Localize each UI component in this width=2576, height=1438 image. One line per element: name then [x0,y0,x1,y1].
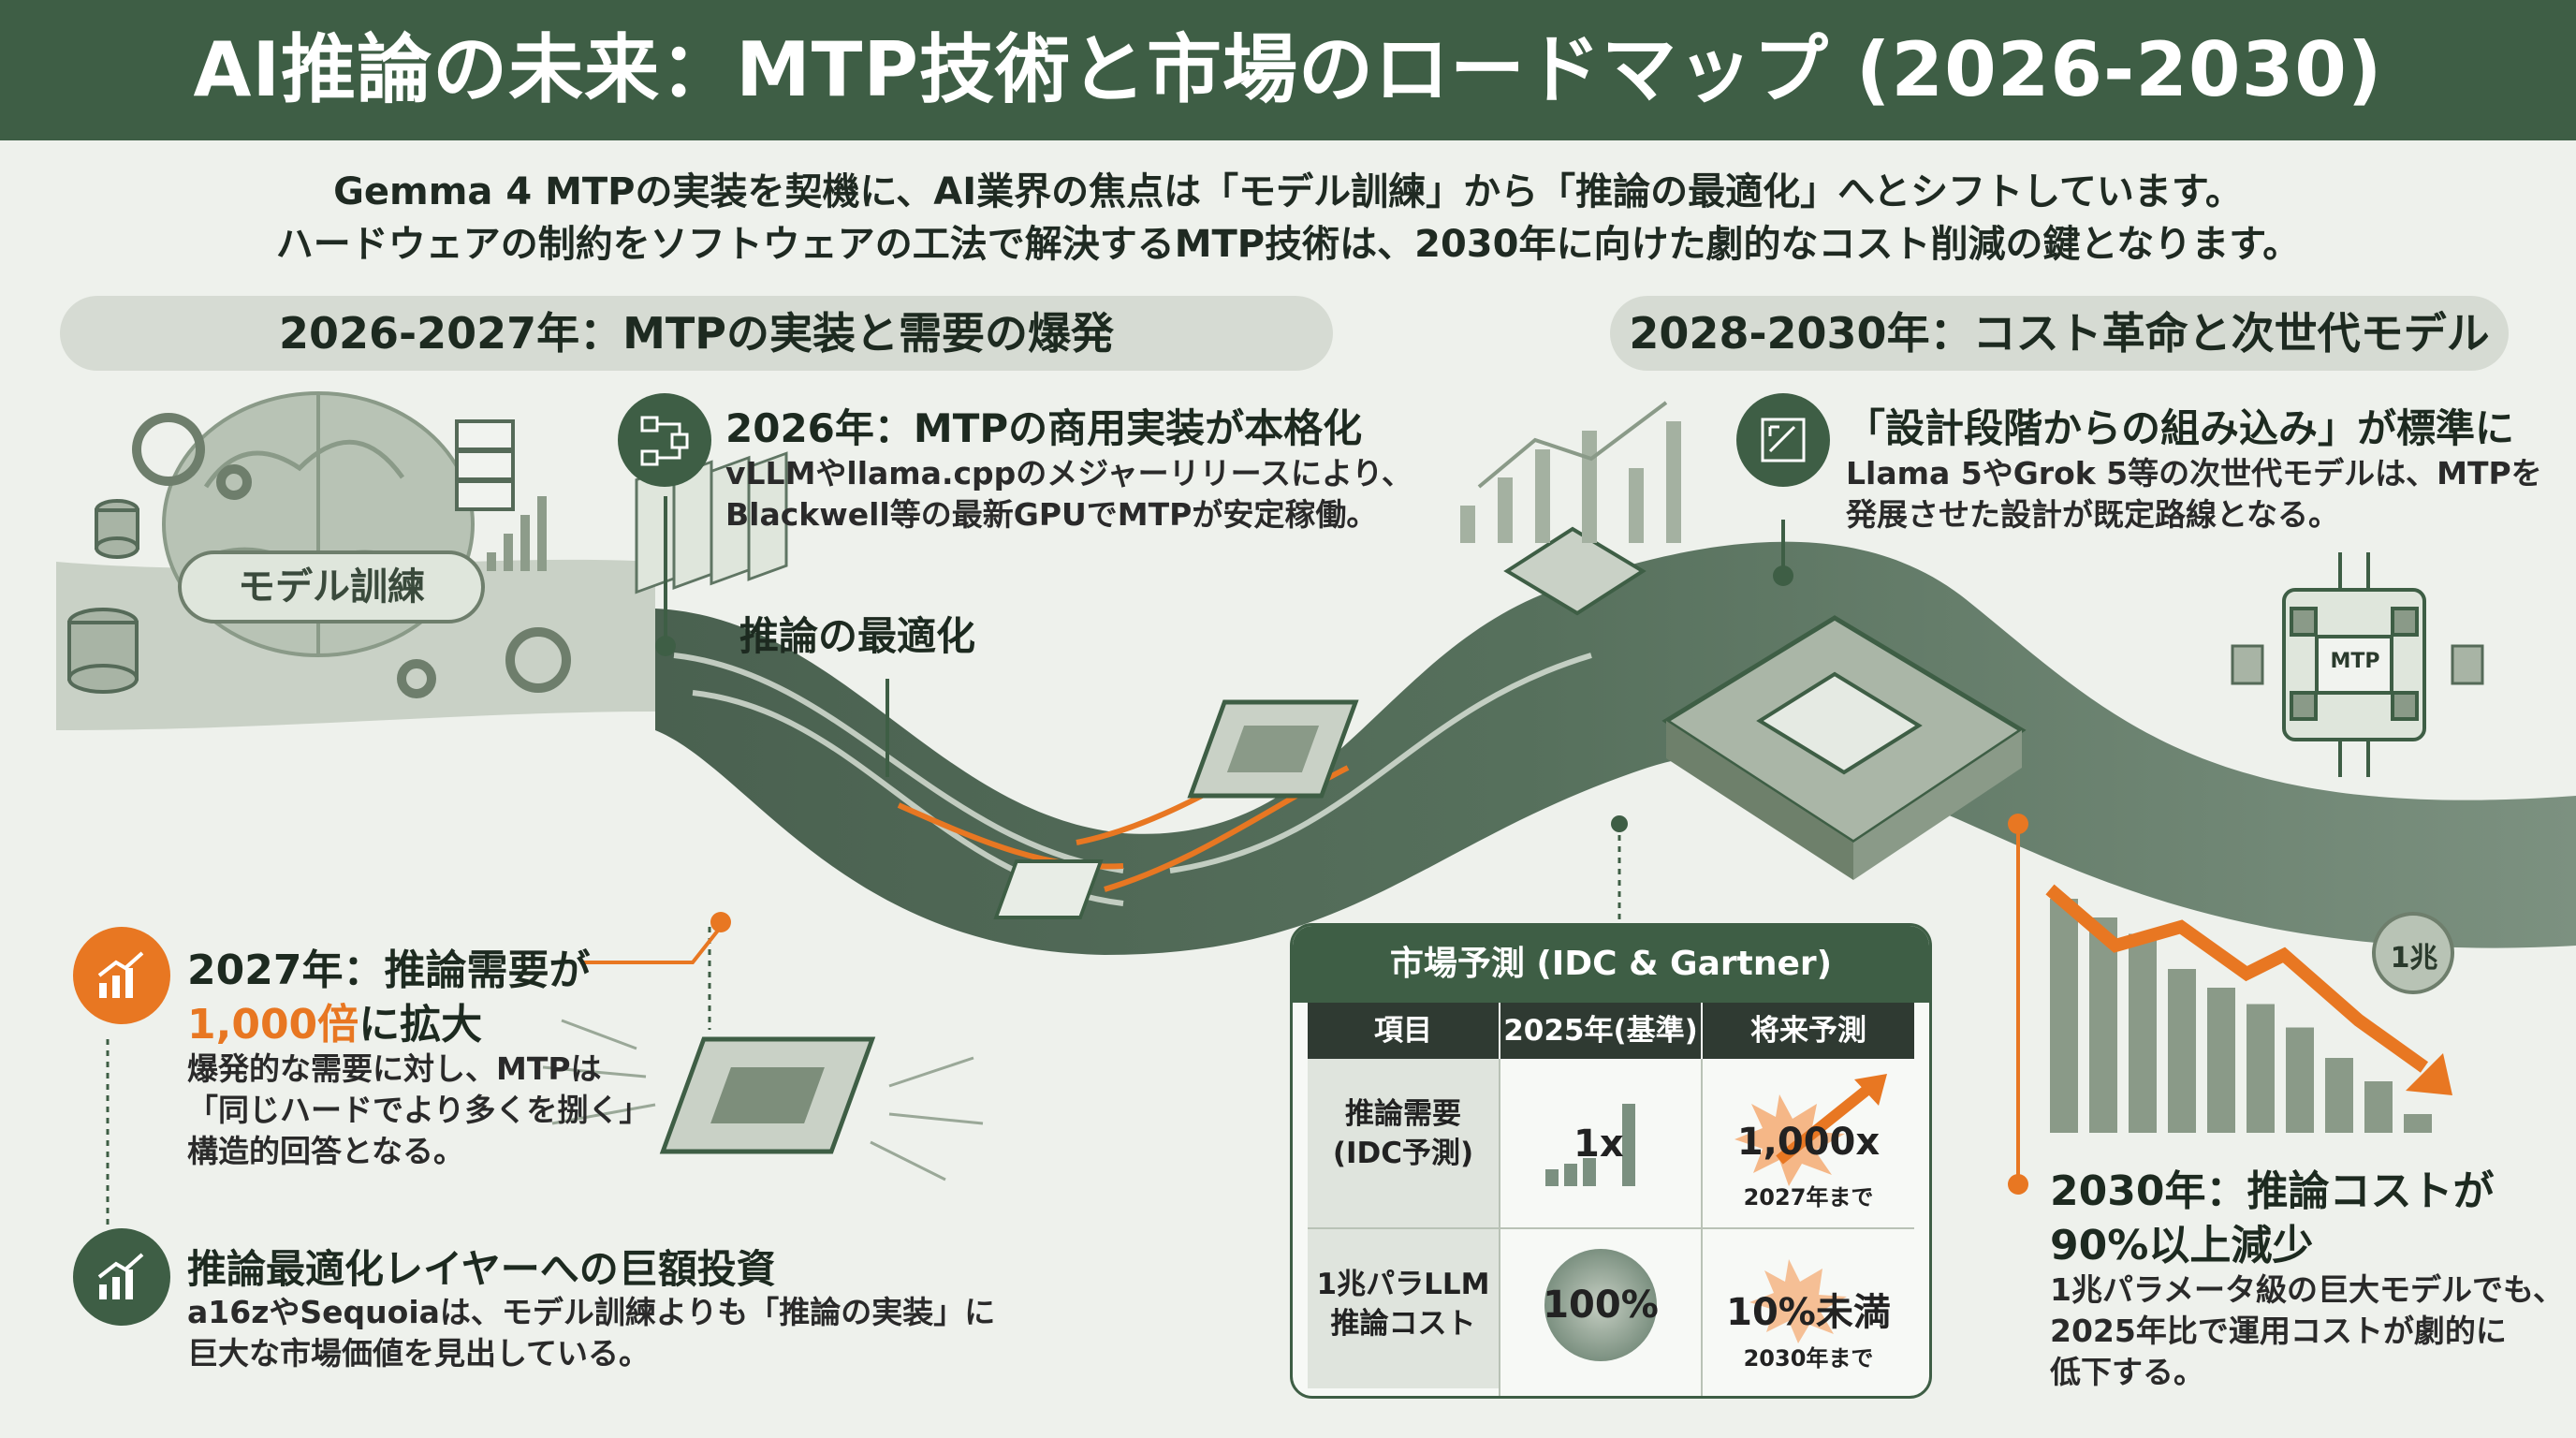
phase-2028-2030: 2028-2030年：コスト革命と次世代モデル [1610,296,2509,371]
brain-1t-label: 1兆 [2390,942,2438,975]
market-col-item: 項目 [1308,1003,1499,1059]
market-title: 市場予測 (IDC & Gartner) [1293,926,1929,1003]
mtp-databases [2231,644,2484,685]
milestone-2027-line1: 爆発的な需要に対し、MTPは [187,1050,602,1087]
node-2030-top [2008,814,2028,834]
flowchart-icon [618,393,711,487]
row2-item: 1兆パラLLM 推論コスト [1308,1265,1499,1343]
growth-bars [1460,421,1681,543]
inference-label: 推論の最適化 [739,613,976,659]
investment-title: 推論最適化レイヤーへの巨額投資 [187,1246,776,1292]
market-col-base: 2025年(基準) [1500,1003,1701,1059]
cost-bar [2286,1027,2314,1133]
inference-road [655,541,2576,955]
row1-item-line2: (IDC予測) [1332,1137,1474,1170]
phase-2026-2027: 2026-2027年：MTPの実装と需要の爆発 [60,296,1333,371]
milestone-2026-line1: vLLMやllama.cppのメジャーリリースにより、 [725,455,1413,492]
grid-h1 [1308,1227,1914,1229]
cost-trend-arrow [2045,884,2429,1073]
row2-base-value: 100% [1543,1284,1659,1327]
growth-line [1477,401,1668,489]
investment-line1: a16zやSequoiaは、モデル訓練よりも「推論の実装」に [187,1294,996,1330]
milestone-2027-line3: 構造的回答となる。 [187,1133,465,1169]
milestone-2027-title-row2: 1,000倍に拡大 [187,990,482,1050]
intro-line-1: Gemma 4 MTPの実装を契機に、AI業界の焦点は「モデル訓練」から「推論の… [333,170,2243,213]
gear-icon [132,413,571,698]
blueprint-icon [1736,393,1830,487]
investment-line2: 巨大な市場価値を見出している。 [187,1335,651,1372]
milestone-2030-line1: 1兆パラメータ級の巨大モデルでも、 [2050,1271,2564,1308]
investment-chart-icon [73,1228,170,1326]
row2-item-bg [1308,1229,1499,1388]
orange-connectors [580,824,2020,1184]
cost-bar [2089,917,2117,1133]
row2-forecast-burst [1749,1259,1847,1343]
chip-mid [993,859,1104,919]
cost-bar [2247,1004,2275,1133]
cost-bar [2207,988,2235,1133]
cost-bar [2325,1058,2353,1133]
brain-1t-icon [2372,912,2454,994]
row1-item: 推論需要 (IDC予測) [1308,1094,1499,1173]
row2-item-line1: 1兆パラLLM [1316,1268,1490,1301]
milestone-2030-title-2: 90%以上減少 [2050,1222,2314,1269]
design-line1: Llama 5やGrok 5等の次世代モデルは、MTPを [1846,455,2542,492]
node-2027 [710,912,731,932]
row1-forecast-note: 2027年まで [1743,1184,1874,1211]
row1-forecast-burst [1734,1074,1887,1186]
cost-bar [2168,969,2196,1133]
milestone-2027-highlight: 1,000倍 [187,1001,359,1049]
row2-forecast-note: 2030年まで [1743,1345,1874,1372]
growth-chart-icon [73,927,170,1024]
cost-bar [2404,1114,2432,1133]
milestone-2030-title-1: 2030年：推論コストが [2050,1167,2495,1215]
mtp-chip-label: MTP [2330,650,2380,673]
intro-line-2: ハードウェアの制約をソフトウェアの工法で解決するMTP技術は、2030年に向けた… [275,223,2301,266]
market-forecast-panel: 市場予測 (IDC & Gartner) 項目 2025年(基準) 将来予測 推… [1290,923,1932,1399]
node-2026 [655,636,676,656]
cost-bar [2129,933,2157,1133]
row1-item-line1: 推論需要 [1345,1097,1461,1131]
row2-item-line2: 推論コスト [1330,1307,1476,1341]
design-title: 「設計段階からの組み込み」が標準に [1846,405,2515,451]
design-line2: 発展させた設計が既定路線となる。 [1846,496,2340,533]
page-title: AI推論の未来：MTP技術と市場のロードマップ (2026-2030) [193,26,2383,113]
training-bars [487,496,547,571]
dashed-connectors [106,824,1621,1226]
milestone-2030-line2: 2025年比で運用コストが劇的に [2050,1313,2507,1349]
header-bar [0,0,2576,140]
chip-bottom [659,1036,876,1154]
milestone-2027-line2: 「同じハードでより多くを捌く」 [187,1092,651,1128]
milestone-2030-line3: 低下する。 [2050,1354,2204,1390]
cost-bar [2364,1081,2393,1133]
server-icon [455,419,515,511]
row2-base-pie [1544,1249,1657,1361]
mtp-diagram [2282,552,2426,777]
database-icon [67,499,139,694]
chip-traces [542,1019,984,1181]
milestone-2027-suffix: に拡大 [359,1001,483,1049]
node-2030 [2008,1174,2028,1195]
training-label: モデル訓練 [178,550,485,624]
row2-forecast-value: 10%未満 [1726,1291,1891,1334]
milestone-2027-title: 2027年：推論需要が [187,946,591,994]
chip-large [1661,615,2027,880]
cost-bar [2050,899,2078,1133]
cost-bars [2050,899,2432,1133]
chip-small [1187,699,1359,799]
market-col-forecast: 将来予測 [1703,1003,1914,1059]
node-design [1773,565,1793,586]
row1-forecast-value: 1,000x [1736,1121,1881,1164]
row1-item-bg [1308,1059,1499,1227]
milestone-2026-line2: Blackwell等の最新GPUでMTPが安定稼働。 [725,496,1378,533]
chip-brain [1503,526,1647,616]
milestone-2026-title: 2026年：MTPの商用実装が本格化 [725,405,1363,451]
node-market [1611,815,1628,832]
row1-base-bars [1545,1104,1635,1186]
cost-arrow-head [2406,1053,2452,1095]
row1-base-value: 1x [1573,1123,1624,1166]
